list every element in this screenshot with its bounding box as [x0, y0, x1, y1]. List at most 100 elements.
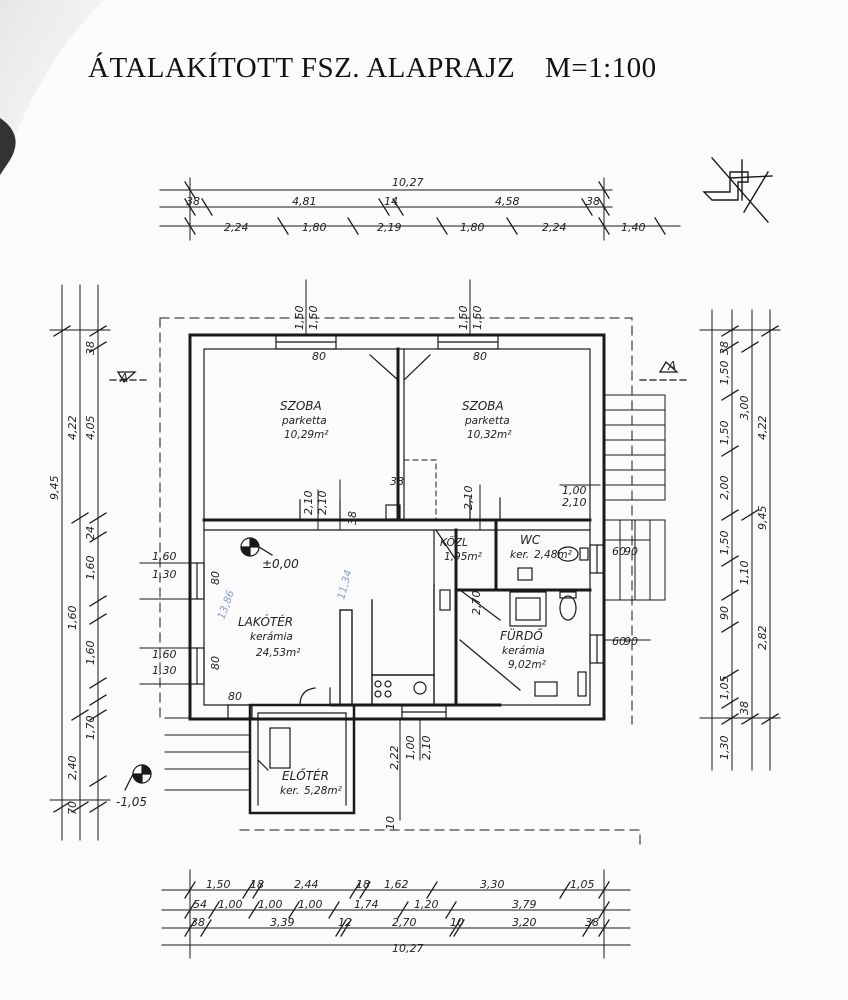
dim-label: 4,58	[495, 195, 520, 208]
dim-label: 2,70	[392, 916, 417, 929]
dim-label: 1,50	[718, 531, 731, 556]
dim-label: 90	[718, 606, 731, 620]
room-name: LAKÓTÉR	[238, 614, 293, 629]
dim-label: 80	[209, 656, 222, 670]
room-floor: ker.	[280, 785, 299, 797]
dim-label: 2,10	[420, 736, 433, 761]
top-dimension-labels: 10,27 38 4,81 14 4,58 38 2,24 1,80 2,19 …	[186, 176, 646, 234]
dim-label: 1,60	[84, 556, 97, 581]
dim-label: 10	[384, 816, 397, 830]
dim-label: 2,10	[316, 491, 329, 516]
room-floor: kerámia	[502, 645, 545, 657]
room-labels: SZOBA parketta 10,29m² SZOBA parketta 10…	[116, 359, 676, 809]
dim-label: 70	[66, 801, 79, 815]
room-floor: kerámia	[250, 631, 293, 643]
dim-label: 3,00	[738, 396, 751, 421]
dim-label: 1,00	[298, 898, 323, 911]
room-area: 9,02m²	[508, 659, 547, 671]
dim-label: 2,22	[388, 746, 401, 771]
dim-label: 1,62	[384, 878, 409, 891]
level-markers	[124, 537, 273, 791]
room-area: 10,29m²	[284, 429, 329, 441]
dim-label: 1,50	[293, 306, 306, 331]
dim-label: 80	[312, 350, 326, 363]
roof-outline	[159, 317, 641, 851]
dim-label: 2,82	[756, 626, 769, 651]
fold-dark	[0, 118, 16, 175]
right-dimension-labels: 38 1,50 3,00 1,50 2,00 1,50 1,10 90 1,05…	[718, 341, 769, 760]
dim-label: 38	[390, 475, 404, 488]
dim-label: 38	[84, 341, 97, 355]
dim-label: 4,22	[66, 416, 79, 441]
room-area: 24,53m²	[256, 647, 301, 659]
dim-label: 1,00	[404, 736, 417, 761]
dim-label: 1,60	[84, 641, 97, 666]
dim-label: 2,24	[542, 221, 567, 234]
top-total-label: 10,27	[392, 176, 424, 189]
dim-label: 1,10	[738, 561, 751, 586]
dim-label: 2,10	[462, 486, 475, 511]
dim-label: 60	[612, 545, 626, 558]
dim-label: 18	[250, 878, 264, 891]
dim-label: 1,40	[621, 221, 646, 234]
dim-label: 3,39	[270, 916, 295, 929]
dim-label: 54	[193, 898, 207, 911]
dim-label: 4,05	[84, 416, 97, 441]
dim-label: 1,80	[460, 221, 485, 234]
level-entrance: -1,05	[116, 795, 147, 809]
dim-label: 2,10	[302, 491, 315, 516]
room-name: SZOBA	[462, 399, 504, 413]
right-dimension-chains	[699, 309, 781, 771]
dim-label: 2,10	[562, 496, 587, 509]
dim-label: 1,50	[718, 361, 731, 386]
dim-label: 38	[586, 195, 600, 208]
dim-label: 2,44	[294, 878, 319, 891]
dim-label: 1,50	[307, 306, 320, 331]
right-total-label: 9,45	[756, 506, 769, 531]
scan-page-fold	[0, 0, 105, 175]
dim-label: 1,60	[152, 550, 177, 563]
doors	[257, 354, 501, 771]
bottom-dimension-labels: 1,50 18 2,44 18 1,62 3,30 1,05 54 1,00 1…	[191, 878, 599, 955]
dim-label: 1,50	[206, 878, 231, 891]
room-name: KÖZL	[440, 536, 468, 549]
dim-label: 38	[346, 511, 359, 525]
dim-label: 1,50	[457, 306, 470, 331]
dim-label: 1,05	[718, 676, 731, 701]
dim-label: 10	[450, 916, 464, 929]
dim-label: 1,60	[152, 648, 177, 661]
dim-label: 1,30	[152, 664, 177, 677]
bathroom-fixtures	[269, 504, 589, 769]
dim-label: 38	[738, 701, 751, 715]
dim-label: 80	[228, 690, 242, 703]
dim-label: 2,00	[718, 476, 731, 501]
dim-label: 2,19	[377, 221, 402, 234]
left-dimension-labels: 9,45 4,22 2,40 38 4,05 24 1,60 1,60 1,60…	[48, 341, 97, 815]
dim-label: 90	[624, 545, 638, 558]
bottom-total-label: 10,27	[392, 942, 424, 955]
shower-icon	[509, 591, 547, 627]
dim-label: 4,22	[756, 416, 769, 441]
dim-label: 1,74	[354, 898, 379, 911]
title-scale: M=1:100	[544, 52, 657, 84]
room-floor: parketta	[464, 415, 510, 427]
dim-label: 1,30	[718, 736, 731, 761]
room-floor: parketta	[281, 415, 327, 427]
diag-note: 11,34	[335, 569, 354, 601]
dim-label: 60	[612, 635, 626, 648]
dim-label: 90	[624, 635, 638, 648]
stairs	[164, 394, 666, 791]
left-dimension-chains	[49, 284, 111, 841]
room-area: 1,95m²	[444, 551, 483, 563]
dim-label: 1,60	[66, 606, 79, 631]
walls	[188, 333, 606, 815]
dim-label: 2,70	[470, 591, 483, 616]
dim-label: 12	[338, 916, 352, 929]
dim-label: 1,00	[258, 898, 283, 911]
dim-label: 18	[356, 878, 370, 891]
section-label-left: A	[119, 371, 128, 385]
room-name: WC	[520, 533, 541, 547]
bottom-dimension-chains	[161, 869, 631, 959]
dim-label: 1,70	[84, 716, 97, 741]
